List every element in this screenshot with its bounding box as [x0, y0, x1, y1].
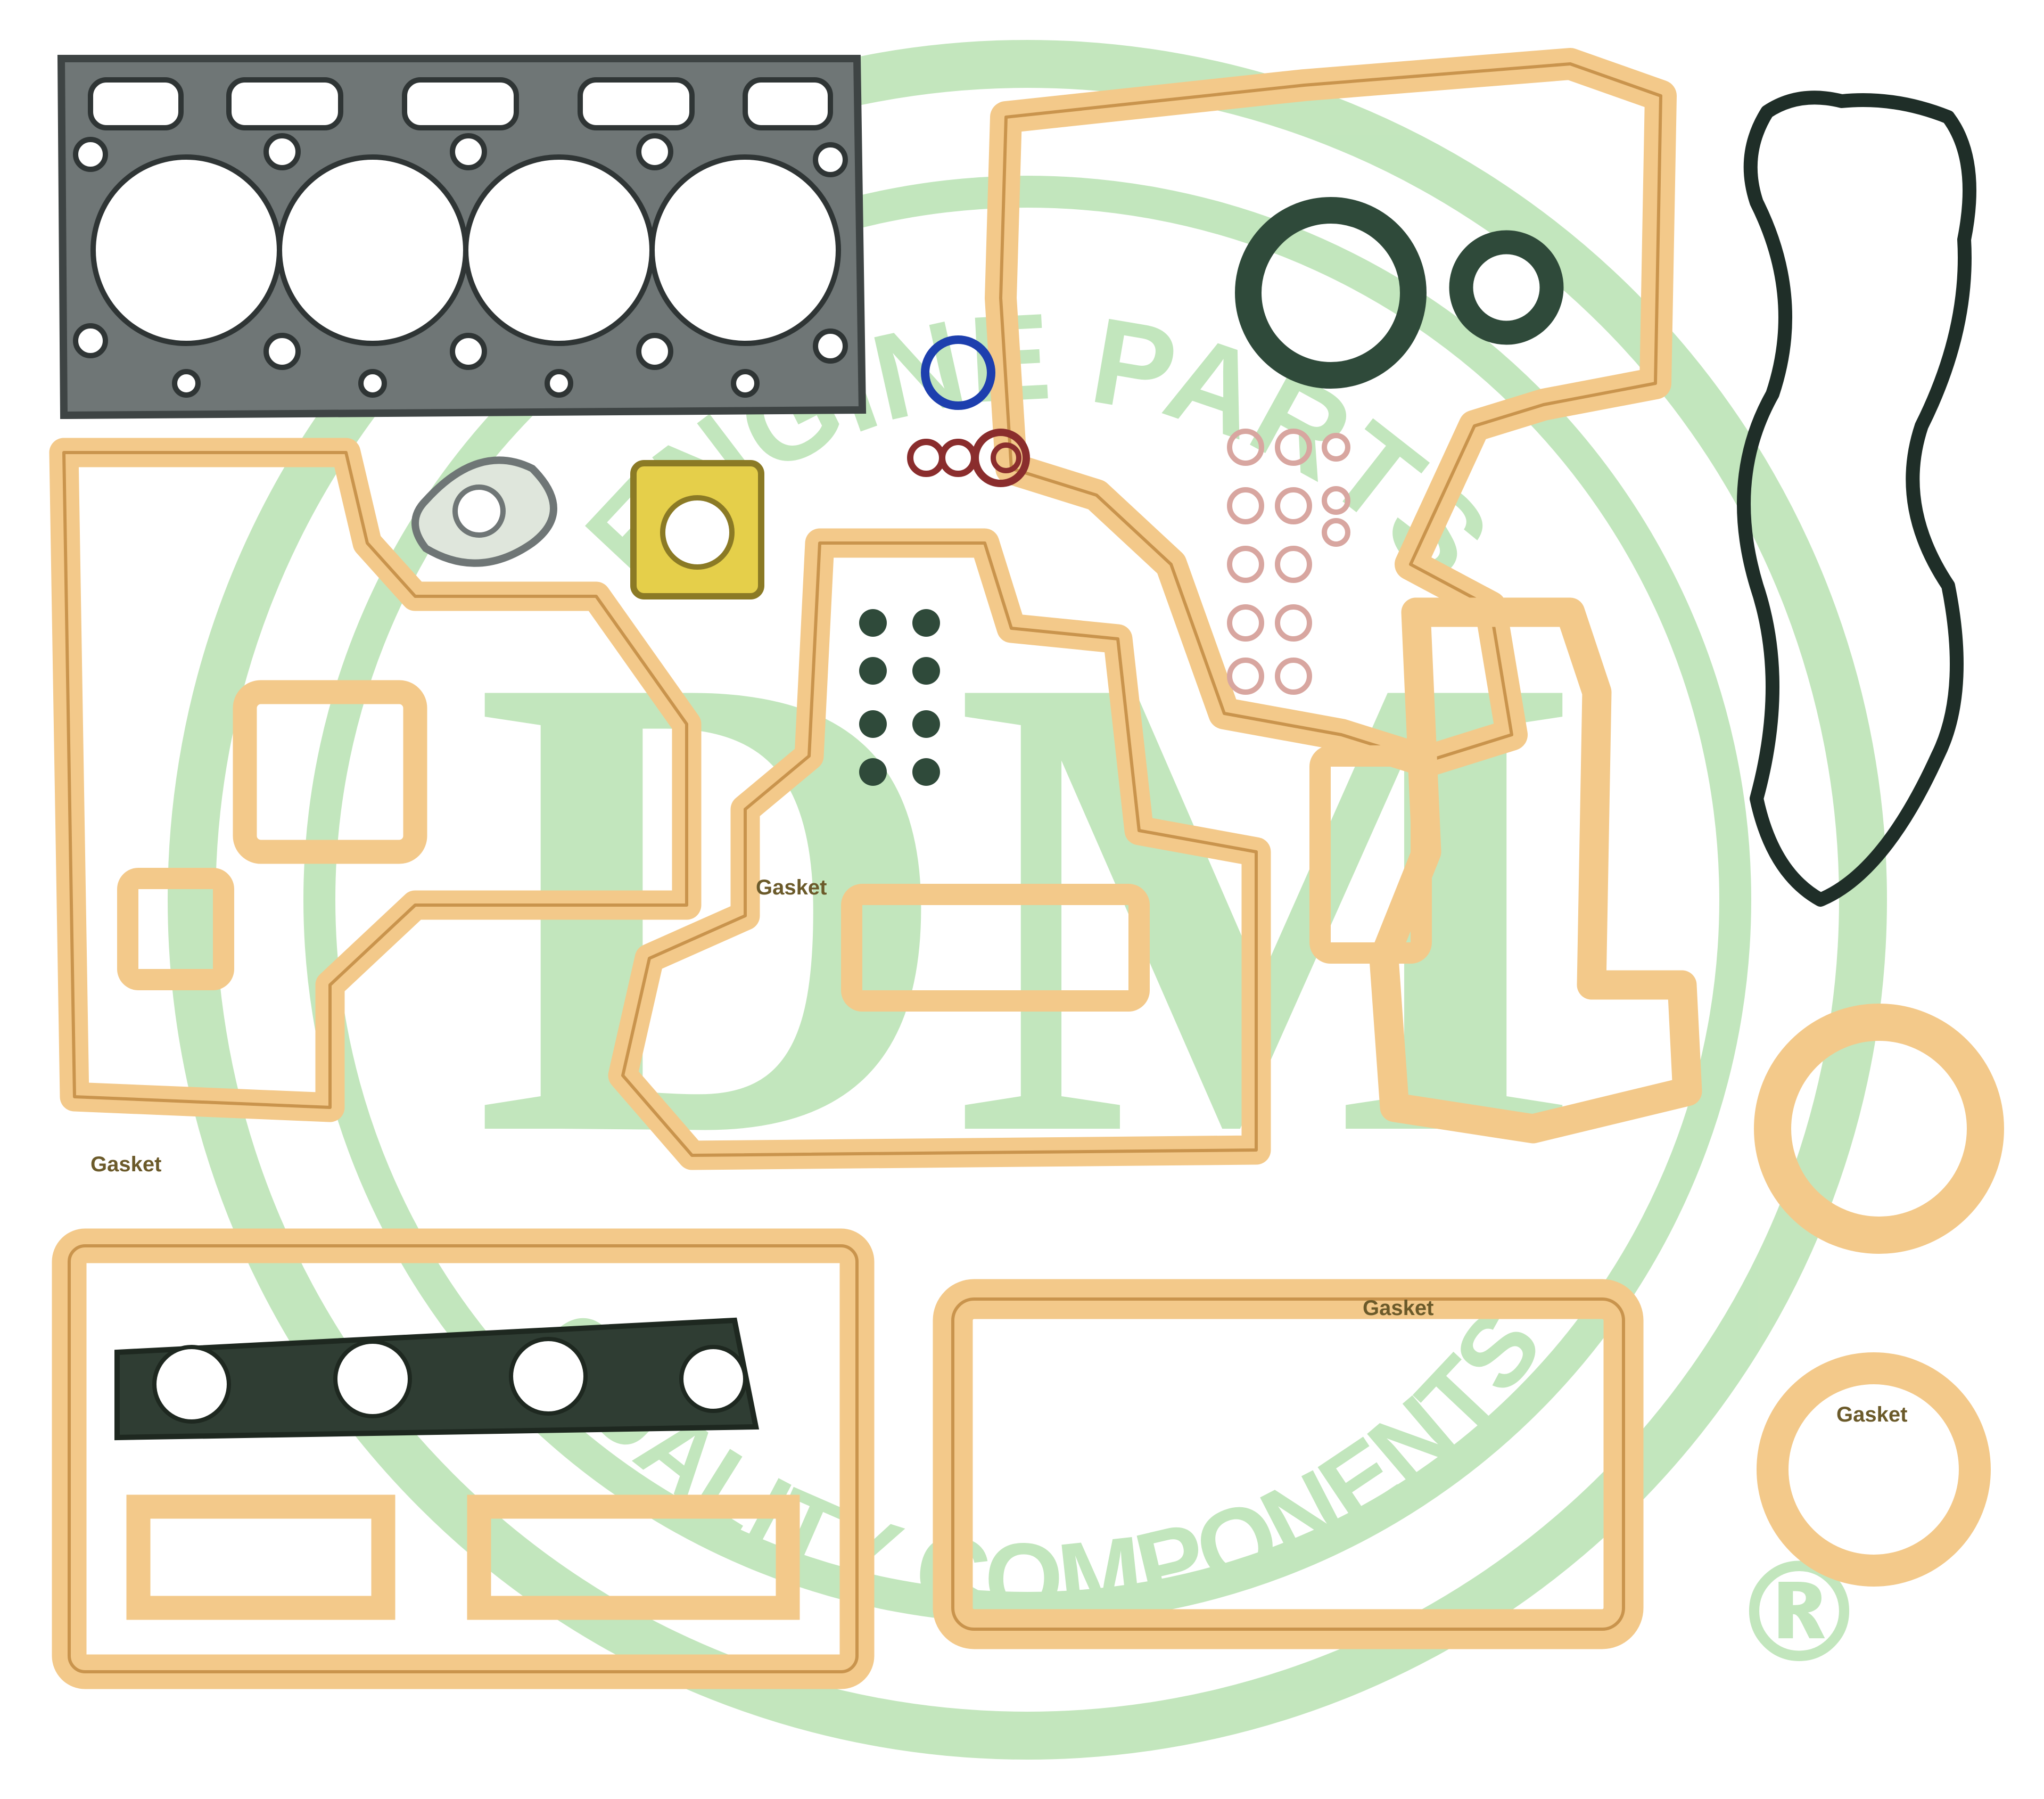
- oil-pan-gasket: [52, 1228, 875, 1689]
- front-plate-gasket: [608, 528, 1271, 1170]
- sump-gasket: [933, 1279, 1644, 1649]
- gasket-print-1: Gasket: [1363, 1296, 1433, 1320]
- copper-washer-set: [1227, 429, 1350, 695]
- water-pump-gasket: [1309, 597, 1702, 1144]
- cylinder-head-gasket: [57, 55, 867, 420]
- timing-cover-gasket: [985, 48, 1677, 777]
- watermark-inner-ring: [303, 176, 1751, 1624]
- gasket-print-3: Gasket: [756, 876, 827, 899]
- round-gasket-small: [1757, 1352, 1991, 1587]
- o-ring-set: [907, 335, 1030, 487]
- gasket-print-4: Gasket: [1836, 1403, 1907, 1426]
- valve-stem-seals: [859, 609, 940, 786]
- exhaust-manifold-gasket: [114, 1317, 760, 1441]
- watermark-outer-ring: [168, 40, 1887, 1760]
- gear-case-gasket: [49, 438, 702, 1122]
- rocker-cover-gasket: [1737, 91, 1976, 907]
- crankshaft-seals: [1235, 197, 1564, 389]
- round-gasket-large: [1754, 1004, 2004, 1254]
- thermostat-gasket: [411, 456, 557, 567]
- gasket-print-2: Gasket: [90, 1153, 161, 1176]
- intake-gasket-right: [467, 1494, 800, 1620]
- intake-gasket-left: [126, 1494, 395, 1620]
- gasket-print-marks: Gasket Gasket Gasket Gasket: [90, 876, 1907, 1426]
- exhaust-flange-gasket: [630, 460, 764, 599]
